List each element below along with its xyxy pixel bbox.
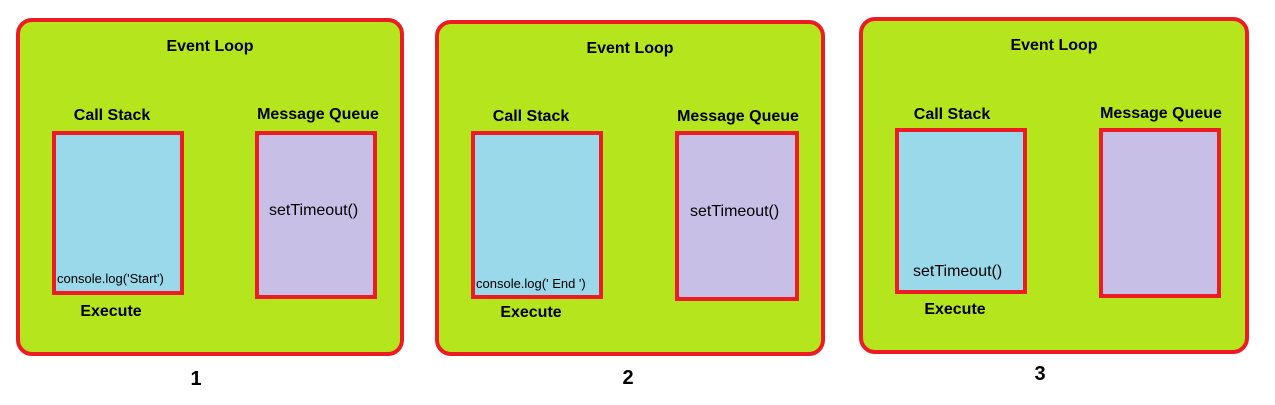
event-loop-panel-3: Event Loop Call Stack Message Queue setT… xyxy=(859,17,1249,354)
call-stack-item: console.log('Start') xyxy=(57,271,164,286)
message-queue-box: setTimeout() xyxy=(255,131,377,299)
message-queue-label: Message Queue xyxy=(1100,105,1222,122)
call-stack-label: Call Stack xyxy=(913,106,991,123)
call-stack-box: console.log(' End ') xyxy=(471,131,603,299)
call-stack-label: Call Stack xyxy=(492,108,570,125)
message-queue-item: setTimeout() xyxy=(690,203,780,220)
event-loop-title: Event Loop xyxy=(1010,37,1098,54)
message-queue-label: Message Queue xyxy=(677,108,799,125)
message-queue-label: Message Queue xyxy=(257,106,379,123)
call-stack-item: console.log(' End ') xyxy=(476,276,586,291)
execute-label: Execute xyxy=(924,301,986,318)
step-number: 3 xyxy=(1034,363,1046,385)
step-number: 2 xyxy=(622,367,634,389)
event-loop-title: Event Loop xyxy=(166,38,254,55)
call-stack-item: setTimeout() xyxy=(913,263,1015,281)
execute-label: Execute xyxy=(80,303,142,320)
message-queue-item: setTimeout() xyxy=(269,202,359,219)
message-queue-box xyxy=(1099,128,1221,298)
call-stack-box: setTimeout() xyxy=(895,128,1027,294)
event-loop-title: Event Loop xyxy=(586,40,674,57)
event-loop-panel-2: Event Loop Call Stack Message Queue cons… xyxy=(435,20,825,356)
execute-label: Execute xyxy=(500,304,562,321)
call-stack-box: console.log('Start') xyxy=(52,131,184,295)
step-number: 1 xyxy=(190,368,202,390)
event-loop-panel-1: Event Loop Call Stack Message Queue cons… xyxy=(16,18,404,356)
message-queue-box: setTimeout() xyxy=(675,131,799,301)
call-stack-label: Call Stack xyxy=(73,107,151,124)
